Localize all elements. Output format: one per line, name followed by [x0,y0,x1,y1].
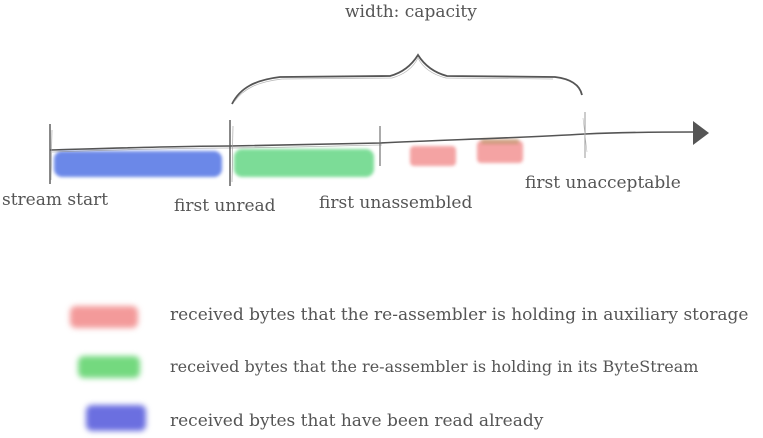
first-unacceptable-label: first unacceptable [525,173,681,193]
auxiliary-segment-2 [477,141,523,163]
first-unassembled-label: first unassembled [319,193,473,213]
legend-item-bytestream: received bytes that the re-assembler is … [170,357,699,376]
auxiliary-segment-1 [410,146,456,166]
tick-stream-start [49,124,53,184]
legend-item-read: received bytes that have been read alrea… [170,411,544,431]
read-bytes-segment [54,151,222,177]
capacity-label: width: capacity [345,2,477,22]
stream-start-label: stream start [2,190,109,210]
bytestream-segment [234,149,374,177]
capacity-brace [231,53,583,105]
tick-first-unacceptable [582,112,588,158]
arrow-head-icon [693,121,709,145]
legend-swatch-bytestream [78,356,140,378]
auxiliary-segment-2-top [481,139,519,144]
legend-swatch-auxiliary [70,306,138,328]
tick-first-unread [229,120,234,186]
legend-item-auxiliary: received bytes that the re-assembler is … [170,305,749,325]
stream-axis-line [49,131,694,151]
first-unread-label: first unread [174,196,276,216]
legend-swatch-read [86,405,146,431]
